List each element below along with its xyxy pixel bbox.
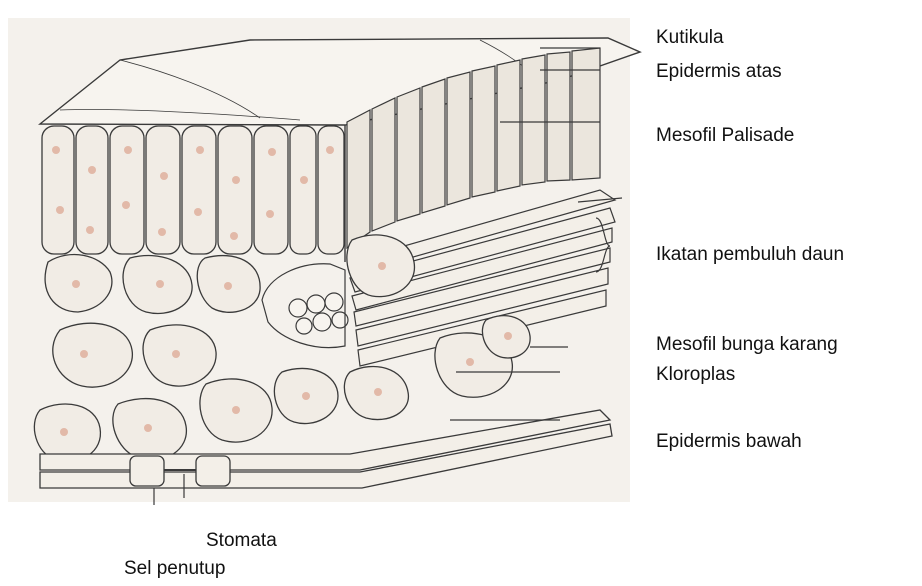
label-epidermis-atas: Epidermis atas xyxy=(656,61,782,83)
label-kloroplas: Kloroplas xyxy=(656,364,735,386)
label-stomata: Stomata xyxy=(206,530,277,552)
label-sel-penutup: Sel penutup xyxy=(124,558,225,580)
label-kutikula: Kutikula xyxy=(656,27,724,49)
label-mesofil-bunga-karang: Mesofil bunga karang xyxy=(656,334,838,356)
label-epidermis-bawah: Epidermis bawah xyxy=(656,431,802,453)
guard-cell-left xyxy=(130,456,164,486)
label-ikatan-pembuluh-daun: Ikatan pembuluh daun xyxy=(656,244,844,266)
guard-cell-right xyxy=(196,456,230,486)
label-mesofil-palisade: Mesofil Palisade xyxy=(656,125,794,147)
palisade-front xyxy=(42,126,344,254)
